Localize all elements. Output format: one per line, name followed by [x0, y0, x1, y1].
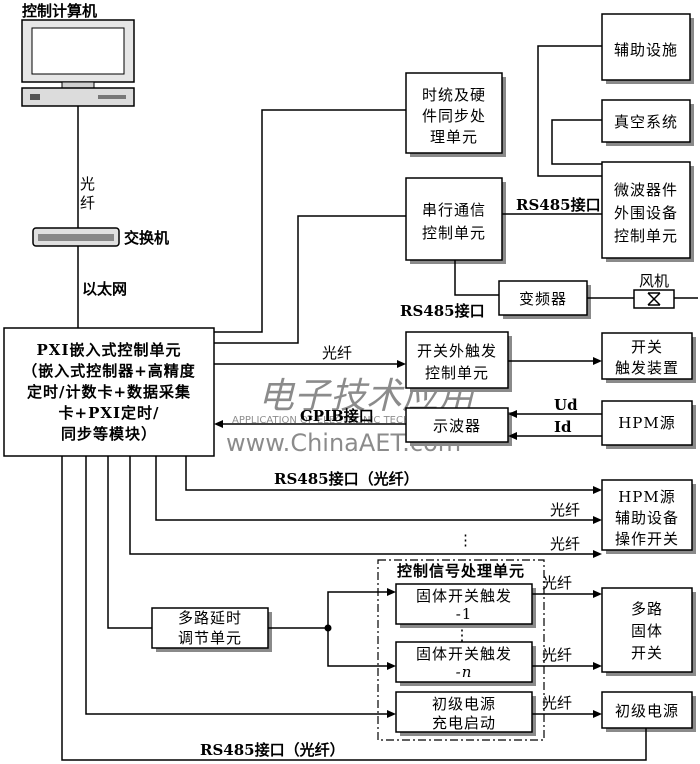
scope-label: 示波器	[433, 417, 481, 435]
multi-solid-line-3: 开关	[631, 644, 663, 662]
serial-line-2: 控制单元	[422, 224, 486, 242]
trigger-control-box	[405, 331, 509, 389]
fiber-label-2: 纤	[80, 194, 95, 212]
switch-dev-line-2: 触发装置	[615, 359, 679, 377]
primary-start-line-1: 初级电源	[432, 695, 496, 713]
delay-line-2: 调节单元	[178, 629, 242, 647]
multi-solid-switch-box	[601, 587, 693, 673]
serial-unit-box	[405, 177, 503, 261]
oscilloscope-box	[405, 407, 509, 443]
pxi-line-3: 定时/计数卡+数据采集	[27, 383, 191, 401]
switch-label: 交换机	[124, 229, 169, 247]
sync-line-3: 理单元	[430, 128, 478, 146]
microwave-line-1: 微波器件	[614, 181, 678, 199]
solid-dots: ⋮	[455, 626, 470, 644]
pxi-line-4: 卡+PXI定时/	[59, 404, 160, 422]
rs485-fiber-bottom-label: RS485接口（光纤）	[200, 741, 345, 759]
rs485-fiber-mid-label: RS485接口（光纤）	[274, 470, 419, 488]
trigger-line-1: 开关外触发	[417, 342, 497, 360]
fiber-label-solid-n: 光纤	[542, 646, 572, 664]
multi-solid-line-2: 固体	[631, 622, 663, 640]
id-label: Id	[554, 418, 572, 436]
hpm-aux-line-1: HPM源	[618, 488, 676, 506]
pxi-line-2: （嵌入式控制器+高精度	[22, 362, 196, 380]
aux-facility-box	[601, 13, 691, 81]
inverter-label: 变频器	[519, 290, 567, 308]
computer-icon: 控制计算机	[21, 2, 135, 107]
hpm-aux-line-3: 操作开关	[615, 530, 679, 548]
switch-dev-line-1: 开关	[631, 338, 663, 356]
pxi-line-5: 同步等模块）	[61, 425, 157, 443]
primary-start-line-2: 充电启动	[432, 714, 496, 732]
multi-solid-line-1: 多路	[631, 600, 663, 618]
delay-line-1: 多路延时	[178, 609, 242, 627]
network-switch-icon	[32, 227, 120, 247]
pxi-control-unit: PXI嵌入式控制单元 （嵌入式控制器+高精度 定时/计数卡+数据采集 卡+PXI…	[3, 327, 215, 457]
vacuum-label: 真空系统	[614, 113, 678, 131]
aux-dots: ⋮	[458, 531, 473, 549]
microwave-line-3: 控制单元	[614, 227, 678, 245]
computer-label: 控制计算机	[22, 2, 97, 20]
aux-label: 辅助设施	[614, 41, 678, 59]
fiber-label-trigger: 光纤	[322, 344, 352, 362]
switch-trigger-device-box	[601, 332, 693, 380]
microwave-line-2: 外围设备	[614, 204, 678, 222]
fan-label: 风机	[639, 272, 669, 290]
control-signal-group	[377, 559, 545, 741]
ctrl-group-label: 控制信号处理单元	[397, 562, 525, 580]
microwave-peripheral-box	[601, 161, 691, 259]
watermark-subtitle: APPLICATION OF ELECTRONIC TECHNIQUE	[232, 415, 442, 426]
solid1-line-1: 固体开关触发	[416, 587, 512, 605]
rs485-label-inverter: RS485接口	[400, 302, 485, 320]
sync-line-1: 时统及硬	[422, 86, 486, 104]
rs485-label-serial: RS485接口	[516, 196, 601, 214]
hpm-label: HPM源	[618, 414, 676, 432]
fiber-label-solid-1: 光纤	[542, 574, 572, 592]
fiber-label-primary: 光纤	[542, 694, 572, 712]
hpm-source-box	[601, 400, 693, 446]
vacuum-system-box	[601, 99, 691, 143]
pxi-line-1: PXI嵌入式控制单元	[37, 341, 182, 359]
solidn-line-2: -n	[456, 663, 473, 681]
primary-start-box	[395, 691, 533, 733]
inverter-box	[498, 280, 588, 316]
primary-power-box	[601, 691, 693, 729]
fiber-label-aux-2: 光纤	[550, 535, 580, 553]
solid-switch-1-box	[395, 583, 533, 625]
trigger-line-2: 控制单元	[425, 364, 489, 382]
hpm-aux-switch-box	[601, 479, 693, 551]
fiber-label-aux-1: 光纤	[550, 501, 580, 519]
solid1-line-2: -1	[456, 605, 473, 623]
ethernet-label: 以太网	[82, 280, 127, 298]
sync-line-2: 件同步处	[422, 107, 486, 125]
connections	[61, 45, 698, 761]
solidn-line-1: 固体开关触发	[416, 645, 512, 663]
hpm-aux-line-2: 辅助设备	[615, 509, 679, 527]
primary-label: 初级电源	[615, 702, 679, 720]
solid-switch-n-box	[395, 641, 533, 683]
serial-line-1: 串行通信	[422, 201, 486, 219]
sync-unit-box	[405, 72, 503, 154]
ud-label: Ud	[554, 396, 578, 414]
gpib-label: GPIB接口	[300, 407, 374, 425]
fiber-label-1: 光	[80, 175, 95, 193]
